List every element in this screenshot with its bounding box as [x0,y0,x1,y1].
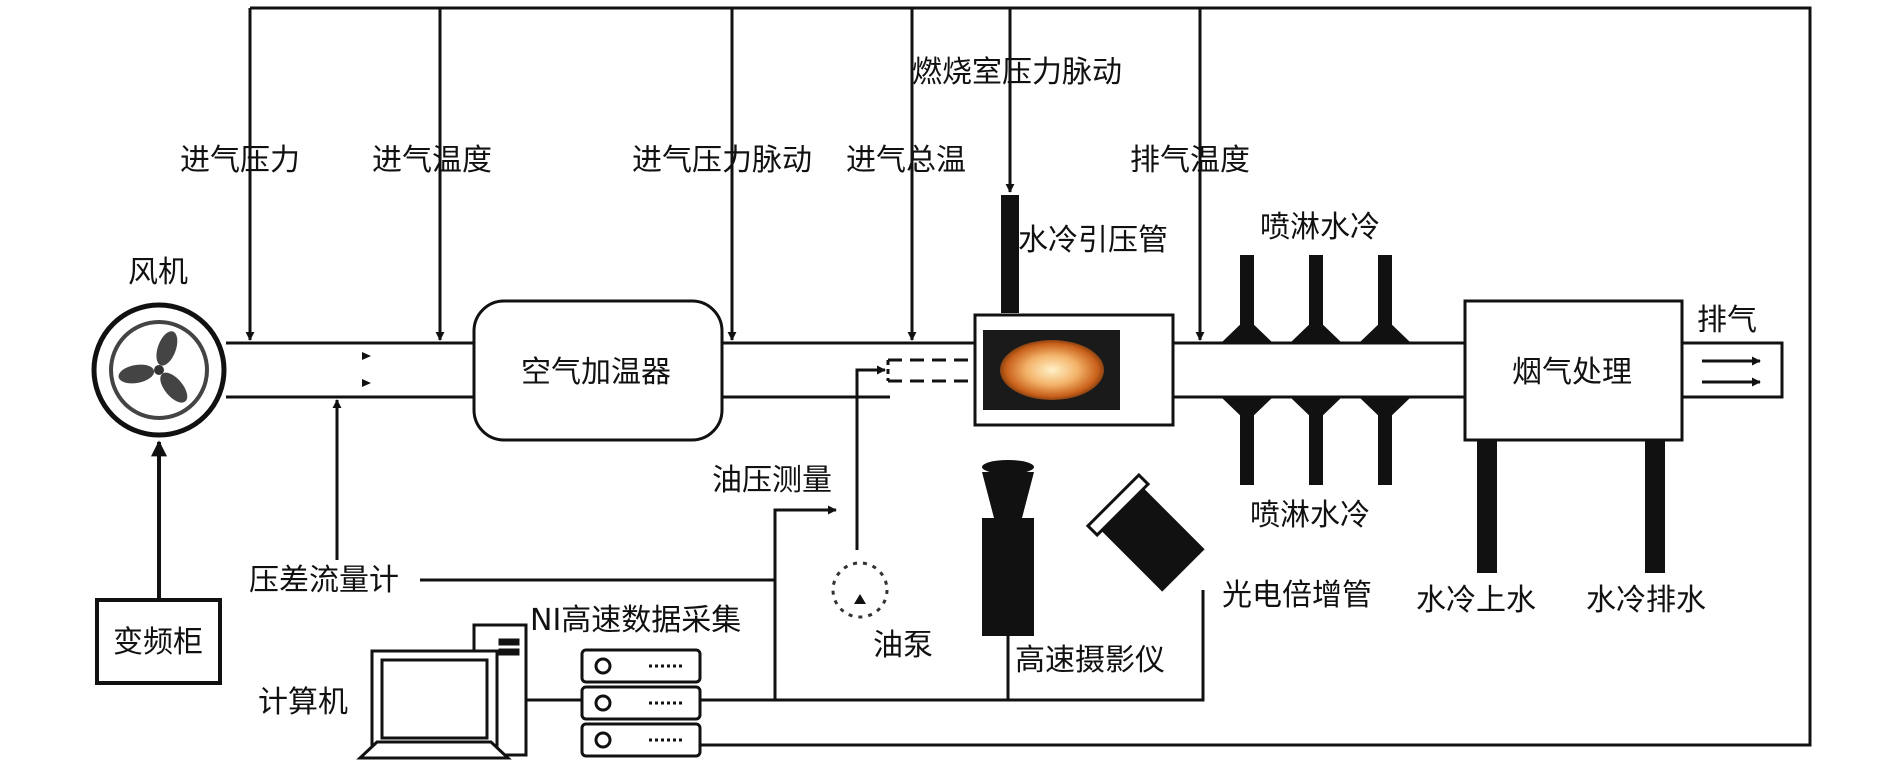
cooling-water-in-pipe [1477,440,1497,573]
high-speed-camera [982,460,1034,700]
computer-icon [356,623,528,760]
water-cooled-tube [1001,195,1019,313]
fan: 风机 [91,255,227,438]
intake-pressure-pulsation-label: 进气压力脉动 [632,143,812,178]
ni-daq-label: NI高速数据采集 [530,603,741,638]
flame-icon [1000,340,1104,400]
oil-pressure-label: 油压测量 [712,463,832,498]
dp-flowmeter-label: 压差流量计 [249,563,399,598]
intake-temperature-label: 进气温度 [372,143,492,178]
vfd-label: 变频柜 [113,625,203,660]
fan-icon [109,320,209,420]
vfd-cabinet: 变频柜 [95,440,222,685]
cooling-water-in-label: 水冷上水 [1416,583,1536,618]
oil-system [773,365,889,700]
computer-label: 计算机 [258,685,348,720]
dp-flowmeter [332,399,775,582]
combustion-chamber: 水冷引压管 [973,195,1175,427]
photomultiplier-label: 光电倍增管 [1222,578,1372,613]
server-icon [580,648,702,758]
exhaust-label: 排气 [1697,303,1757,338]
oil-pump-label: 油泵 [873,628,933,663]
intake-total-temp-label: 进气总温 [846,143,966,178]
signal-bus [245,6,1812,747]
intake-pressure-label: 进气压力 [180,143,300,178]
spray-cooling-bottom-label: 喷淋水冷 [1250,498,1370,533]
flue-gas-treatment: 烟气处理 [1463,299,1684,573]
flue-gas-label: 烟气处理 [1512,355,1632,390]
ni-daq [526,648,702,758]
spray-cooling-top-label: 喷淋水冷 [1260,210,1380,245]
camera-icon [982,460,1034,636]
computer [356,623,528,760]
high-speed-camera-label: 高速摄影仪 [1015,643,1165,678]
spray-nozzles [1221,255,1411,485]
cooling-water-out-label: 水冷排水 [1586,583,1706,618]
water-cooled-tube-label: 水冷引压管 [1018,223,1168,258]
air-heater-label: 空气加温器 [521,355,671,390]
fan-label: 风机 [128,255,188,290]
pmt-icon [1085,472,1205,592]
photomultiplier [570,472,1205,702]
combustor-pulsation-label: 燃烧室压力脉动 [912,55,1122,90]
air-heater: 空气加温器 [472,299,724,442]
exhaust-temperature-label: 排气温度 [1130,143,1250,178]
cooling-water-out-pipe [1645,440,1665,573]
pump-icon [831,561,889,619]
